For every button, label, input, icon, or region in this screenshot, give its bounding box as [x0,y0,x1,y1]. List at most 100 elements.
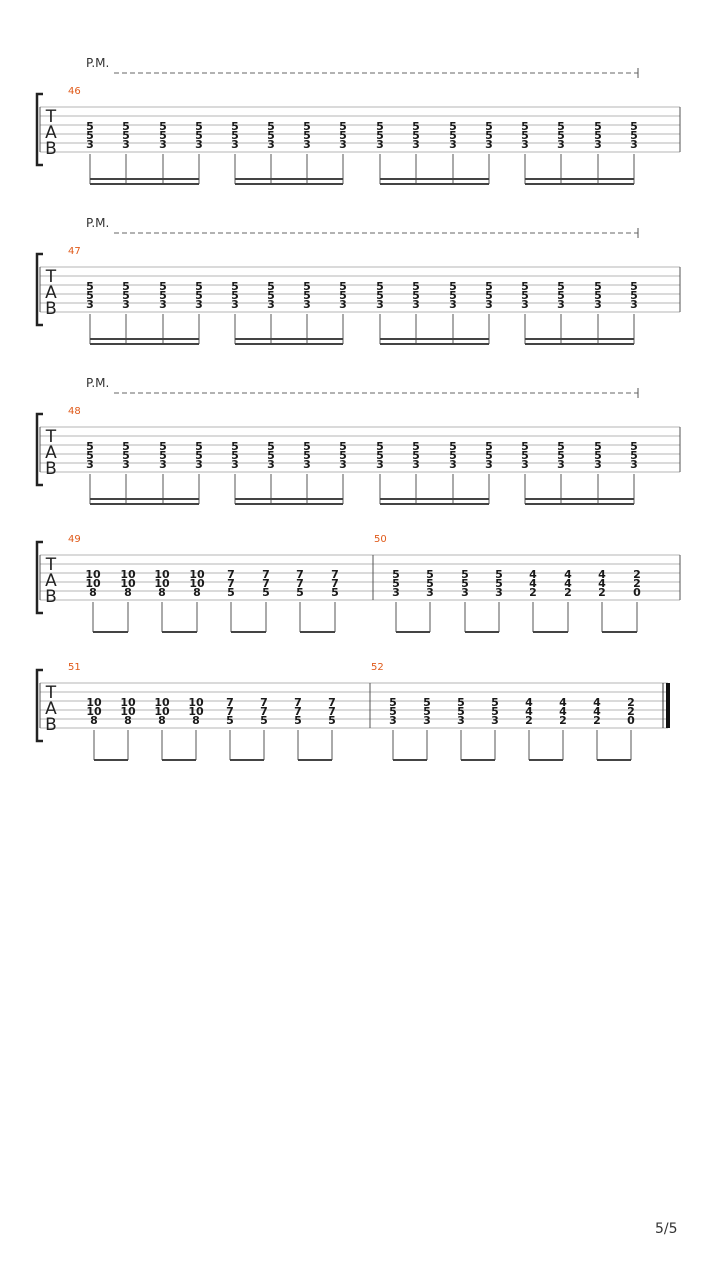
fret-number: 5 [485,280,493,293]
fret-number: 3 [594,298,602,311]
final-barline-thick [666,683,670,728]
tab-clef-letter: B [45,139,57,159]
fret-number: 5 [86,289,94,302]
fret-number: 5 [267,449,275,462]
fret-number: 5 [389,696,397,709]
fret-number: 10 [120,568,136,581]
fret-number: 5 [159,120,167,133]
fret-number: 5 [392,577,400,590]
fret-number: 5 [303,449,311,462]
tab-clef-letter: A [45,699,57,719]
fret-number: 5 [594,440,602,453]
fret-number: 3 [594,138,602,151]
fret-number: 3 [412,298,420,311]
fret-number: 8 [158,586,166,599]
fret-number: 4 [593,696,601,709]
fret-number: 5 [594,449,602,462]
fret-number: 4 [525,705,533,718]
fret-number: 7 [296,577,304,590]
tab-clef-letter: T [45,107,57,127]
fret-number: 5 [303,120,311,133]
tab-clef-letter: B [45,715,57,735]
fret-number: 5 [226,714,234,727]
fret-number: 10 [85,577,101,590]
fret-number: 8 [124,714,132,727]
fret-number: 5 [594,129,602,142]
fret-number: 3 [195,458,203,471]
fret-number: 5 [412,120,420,133]
fret-number: 5 [557,449,565,462]
fret-number: 3 [457,714,465,727]
fret-number: 0 [627,714,635,727]
fret-number: 5 [86,449,94,462]
fret-number: 2 [525,714,533,727]
fret-number: 7 [331,568,339,581]
fret-number: 3 [267,298,275,311]
fret-number: 5 [231,280,239,293]
fret-number: 3 [339,458,347,471]
palm-mute-label: P.M. [86,216,109,230]
fret-number: 5 [227,586,235,599]
fret-number: 5 [485,449,493,462]
fret-number: 3 [303,458,311,471]
fret-number: 5 [296,586,304,599]
fret-number: 7 [294,705,302,718]
fret-number: 5 [426,568,434,581]
fret-number: 3 [376,138,384,151]
fret-number: 5 [630,120,638,133]
fret-number: 3 [86,298,94,311]
fret-number: 5 [267,289,275,302]
fret-number: 3 [86,458,94,471]
fret-number: 4 [598,568,606,581]
fret-number: 5 [521,129,529,142]
fret-number: 5 [86,280,94,293]
fret-number: 7 [227,568,235,581]
tab-clef-letter: T [45,555,57,575]
fret-number: 5 [86,120,94,133]
tab-clef-letter: A [45,571,57,591]
fret-number: 5 [449,449,457,462]
fret-number: 5 [231,120,239,133]
fret-number: 2 [593,714,601,727]
fret-number: 5 [412,280,420,293]
fret-number: 7 [296,568,304,581]
fret-number: 5 [122,120,130,133]
fret-number: 5 [303,280,311,293]
fret-number: 3 [423,714,431,727]
fret-number: 10 [120,705,136,718]
fret-number: 5 [630,289,638,302]
fret-number: 5 [449,289,457,302]
measure-number: 46 [68,86,81,97]
staff-system-3: P.M.TAB485535535535535535535535535535535… [35,376,681,505]
fret-number: 7 [226,705,234,718]
staff-system-5: TAB5110108101081010810108775775775775525… [35,662,670,761]
fret-number: 5 [376,129,384,142]
fret-number: 5 [376,289,384,302]
fret-number: 5 [260,714,268,727]
fret-number: 10 [120,577,136,590]
fret-number: 2 [627,696,635,709]
fret-number: 5 [461,577,469,590]
measure-number: 50 [374,534,387,545]
tab-clef-letter: A [45,443,57,463]
fret-number: 5 [303,129,311,142]
fret-number: 3 [485,138,493,151]
fret-number: 10 [188,696,204,709]
fret-number: 5 [491,705,499,718]
fret-number: 3 [339,298,347,311]
fret-number: 5 [449,440,457,453]
fret-number: 5 [449,129,457,142]
fret-number: 5 [159,440,167,453]
system-bracket [35,668,43,743]
system-bracket [35,252,43,327]
fret-number: 3 [122,298,130,311]
fret-number: 7 [226,696,234,709]
fret-number: 3 [159,298,167,311]
fret-number: 5 [231,440,239,453]
fret-number: 3 [630,458,638,471]
fret-number: 3 [195,138,203,151]
fret-number: 7 [262,577,270,590]
palm-mute-label: P.M. [86,56,109,70]
measure-number: 51 [68,662,81,673]
fret-number: 5 [331,586,339,599]
